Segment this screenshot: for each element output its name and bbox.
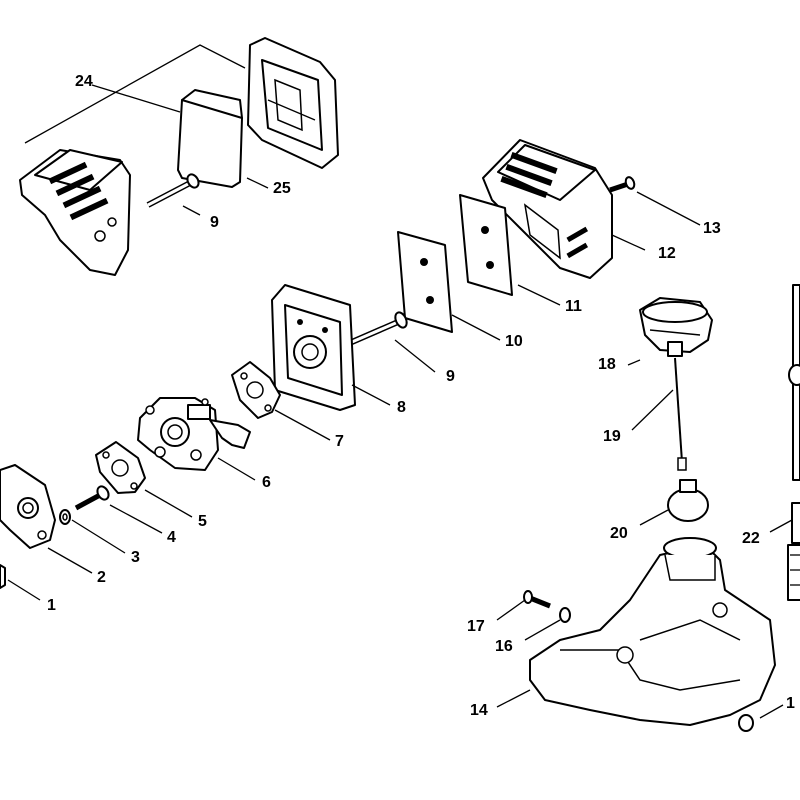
part-11-filter-plate bbox=[459, 194, 513, 296]
part-15-plug bbox=[738, 714, 754, 732]
callout-24: 24 bbox=[75, 73, 93, 90]
part-24-filter-pad bbox=[177, 89, 243, 188]
part-10-filter-plate bbox=[397, 231, 453, 333]
callout-4: 4 bbox=[167, 529, 176, 546]
part-13-screw bbox=[609, 176, 636, 193]
part-1-edge bbox=[0, 564, 6, 589]
leader-lines bbox=[7, 44, 793, 719]
callout-10: 10 bbox=[505, 333, 523, 350]
callout-19: 19 bbox=[603, 428, 621, 445]
part-24-filter-housing bbox=[247, 37, 339, 169]
part-6-carburetor bbox=[137, 397, 251, 471]
part-14-fuel-tank bbox=[529, 537, 776, 726]
callout-2: 2 bbox=[97, 569, 106, 586]
callout-5: 5 bbox=[198, 513, 207, 530]
callout-11: 11 bbox=[565, 298, 582, 315]
callout-8: 8 bbox=[397, 399, 406, 416]
part-7-gasket bbox=[231, 361, 281, 419]
part-3-washer bbox=[59, 509, 71, 525]
part-20-fuel-filter bbox=[667, 479, 709, 522]
callout-3: 3 bbox=[131, 549, 140, 566]
callout-9-upper: 9 bbox=[210, 214, 219, 231]
shaft-partial bbox=[788, 284, 800, 481]
callout-12: 12 bbox=[658, 245, 676, 262]
part-5-gasket bbox=[95, 441, 146, 494]
callout-16: 16 bbox=[495, 638, 513, 655]
callout-20: 20 bbox=[610, 525, 628, 542]
callout-25: 25 bbox=[273, 180, 291, 197]
part-2-intake-manifold bbox=[0, 464, 56, 549]
part-9-screw-upper bbox=[146, 173, 200, 208]
callout-7: 7 bbox=[335, 433, 344, 450]
callout-1: 1 bbox=[47, 597, 56, 614]
part-9-screw-lower bbox=[343, 311, 408, 348]
callout-13: 13 bbox=[703, 220, 721, 237]
callout-6: 6 bbox=[262, 474, 271, 491]
part-22-partial bbox=[787, 502, 800, 601]
callout-18: 18 bbox=[598, 356, 616, 373]
callout-9-lower: 9 bbox=[446, 368, 455, 385]
callout-22: 22 bbox=[742, 530, 760, 547]
part-16-washer bbox=[559, 607, 571, 623]
part-8-filter-base bbox=[271, 284, 356, 411]
part-17-screw bbox=[523, 590, 551, 609]
part-19-fuel-line bbox=[674, 357, 687, 471]
callout-14: 14 bbox=[470, 702, 488, 719]
callout-15-partial: 1 bbox=[786, 695, 795, 712]
part-18-fuel-cap bbox=[639, 297, 713, 357]
part-4-screw bbox=[74, 485, 110, 511]
part-24-cover-left bbox=[19, 149, 131, 276]
callout-17: 17 bbox=[467, 618, 485, 635]
